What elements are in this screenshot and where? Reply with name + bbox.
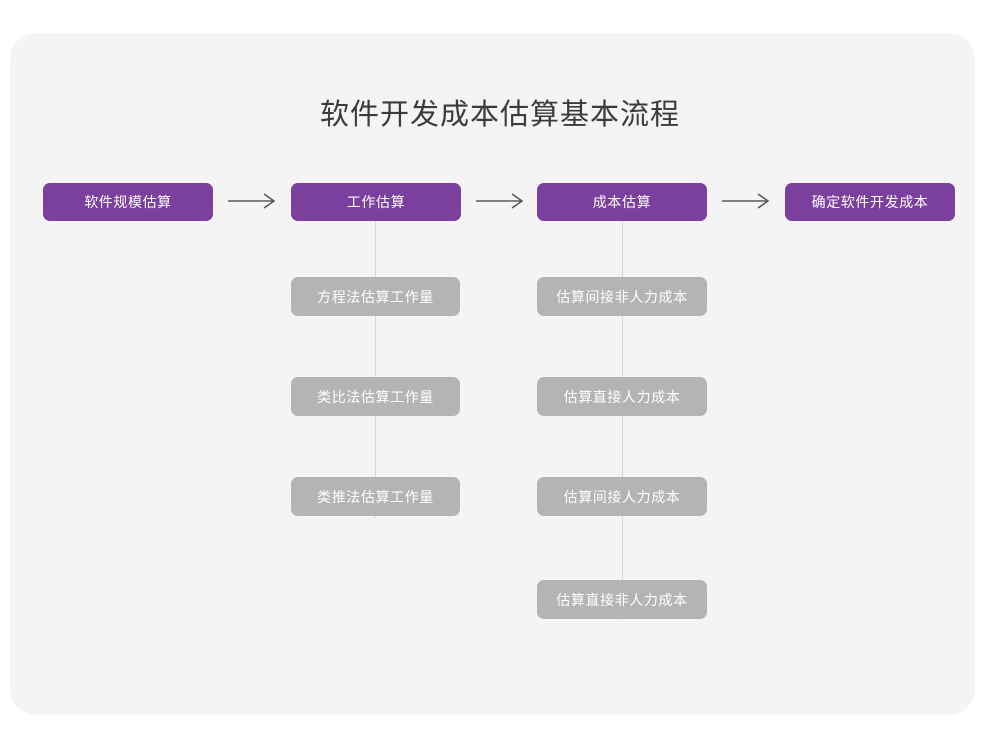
substep-node-equation-method-effort[interactable]: 方程法估算工作量: [291, 277, 460, 316]
substep-node-direct-labor-cost[interactable]: 估算直接人力成本: [537, 377, 707, 416]
stage-node-cost-estimation[interactable]: 成本估算: [537, 183, 707, 221]
arrow-stage3-to-stage4: [722, 192, 772, 210]
arrow-stage2-to-stage3: [476, 192, 526, 210]
diagram-card: [10, 33, 975, 715]
substep-node-direct-nonlabor-cost[interactable]: 估算直接非人力成本: [537, 580, 707, 619]
substep-node-analogy-method-effort[interactable]: 类比法估算工作量: [291, 377, 460, 416]
stage-node-effort-estimation[interactable]: 工作估算: [291, 183, 461, 221]
arrow-stage1-to-stage2: [228, 192, 278, 210]
connector-line-column-2: [375, 218, 376, 518]
connector-line-column-3: [622, 218, 623, 620]
stage-node-software-scale-estimation[interactable]: 软件规模估算: [43, 183, 213, 221]
page-title: 软件开发成本估算基本流程: [319, 99, 680, 131]
stage-node-determine-development-cost[interactable]: 确定软件开发成本: [785, 183, 955, 221]
substep-node-inference-method-effort[interactable]: 类推法估算工作量: [291, 477, 460, 516]
substep-node-indirect-labor-cost[interactable]: 估算间接人力成本: [537, 477, 707, 516]
substep-node-indirect-nonlabor-cost[interactable]: 估算间接非人力成本: [537, 277, 707, 316]
